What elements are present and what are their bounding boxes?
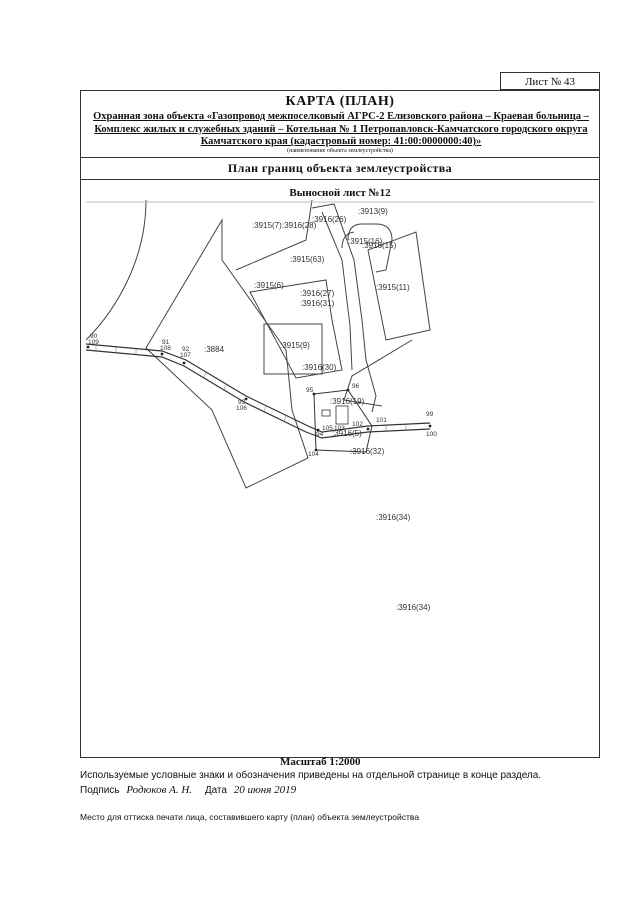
loop-road-inner	[341, 231, 355, 249]
parcel-label: :3916(26)	[312, 215, 347, 224]
parcel-label: :3916(27)	[300, 289, 335, 298]
point-label: 90	[90, 333, 98, 340]
parcel-label: :3915(11)	[376, 283, 410, 292]
parcel-label: :3915(6)	[254, 281, 284, 290]
survey-point	[366, 427, 370, 431]
parcel-boundary-upper	[235, 200, 313, 271]
parcel-boundary-mid	[249, 279, 343, 379]
plan-title-divider	[81, 179, 599, 180]
survey-point	[160, 352, 164, 356]
map-scale: Масштаб 1:2000	[280, 756, 361, 768]
point-label: 94	[316, 431, 324, 438]
parcel-label: :3916(19)	[330, 397, 365, 406]
date-label: Дата	[204, 785, 227, 796]
loop-road	[347, 223, 393, 273]
parcel-label: :3916(31)	[300, 299, 335, 308]
survey-point	[182, 361, 186, 365]
road-strip-a	[311, 203, 377, 413]
parcel-label: :3916(34)	[376, 513, 411, 522]
signature-name: Родюков А. Н.	[126, 784, 193, 796]
protection-zone-polygon	[313, 389, 373, 453]
parcel-label: :3916(5)	[332, 429, 362, 438]
parcel-label: :3913(9)	[358, 207, 388, 216]
point-label: 99	[426, 411, 434, 418]
parcel-label: :3915(16)	[348, 237, 383, 246]
pipeline-corridor-bottom	[86, 349, 431, 439]
point-label: 95	[306, 387, 314, 394]
survey-point	[428, 424, 432, 428]
road-strip-b	[321, 211, 353, 371]
parcel-label: :3916(34)	[396, 603, 431, 612]
parcel-3884-boundary	[145, 218, 309, 489]
header-divider	[81, 157, 599, 158]
point-label: 103	[334, 425, 345, 432]
point-label: 100	[426, 431, 437, 438]
object-caption: (наименование объекта землеустройства)	[287, 148, 393, 154]
cadastral-map: :3915(7) :3916(28) :3916(26) :3913(9) :3…	[86, 200, 594, 612]
survey-point	[346, 388, 350, 392]
document-title: КАРТА (ПЛАН)	[285, 94, 395, 109]
object-name: Охранная зона объекта «Газопровод межпос…	[93, 111, 589, 147]
signature-label: Подпись	[80, 785, 120, 796]
survey-point	[312, 392, 316, 396]
point-label: 91	[162, 339, 170, 346]
parcel-label: :3916(15)	[362, 241, 397, 250]
point-label: 105	[322, 425, 333, 432]
stamp-note: Место для оттиска печати лица, составивш…	[80, 812, 420, 822]
survey-point	[314, 448, 318, 452]
legend-note: Используемые условные знаки и обозначени…	[80, 770, 542, 781]
parcel-label: :3884	[204, 345, 225, 354]
parcel-label: :3915(63)	[290, 255, 325, 264]
parcel-boundary-right	[343, 339, 413, 407]
map-frame: КАРТА (ПЛАН) Охранная зона объекта «Газо…	[80, 90, 600, 758]
small-structure	[321, 409, 331, 417]
point-label: 96	[352, 383, 360, 390]
building-3915-9	[263, 323, 323, 375]
point-label: 106	[236, 405, 247, 412]
parcel-label: :3916(28)	[282, 221, 317, 230]
survey-point	[86, 345, 90, 349]
plan-title: План границ объекта землеустройства	[227, 161, 453, 175]
parcel-label: :3915(9)	[280, 341, 310, 350]
parcel-label: :3915(7)	[252, 221, 282, 230]
pipeline-corridor-top	[86, 343, 431, 433]
survey-point	[316, 428, 320, 432]
point-label: 108	[160, 345, 171, 352]
point-label: 92	[182, 346, 190, 353]
building-3915-11	[367, 231, 431, 341]
point-label: 101	[376, 417, 387, 424]
point-label: 104	[308, 451, 319, 458]
parcel-label: :3916(30)	[302, 363, 337, 372]
parcel-label: :3916(32)	[350, 447, 385, 456]
survey-point	[244, 397, 248, 401]
small-building	[335, 405, 349, 425]
point-label: 107	[180, 352, 191, 359]
point-label: 109	[88, 339, 99, 346]
corridor-hatch	[203, 371, 207, 379]
point-label: 102	[352, 421, 363, 428]
signature-row: Подпись Родюков А. Н. Дата 20 июня 2019	[80, 784, 300, 796]
corridor-hatch	[223, 383, 227, 391]
point-label: 93	[238, 399, 246, 406]
corridor-hatch	[283, 415, 287, 423]
sheet-subtitle: Выносной лист №12	[289, 187, 391, 199]
corridor-hatch	[263, 405, 267, 413]
road-edge-left	[86, 200, 147, 341]
sheet-number: Лист № 43	[500, 72, 600, 90]
date-value: 20 июня 2019	[233, 784, 297, 796]
